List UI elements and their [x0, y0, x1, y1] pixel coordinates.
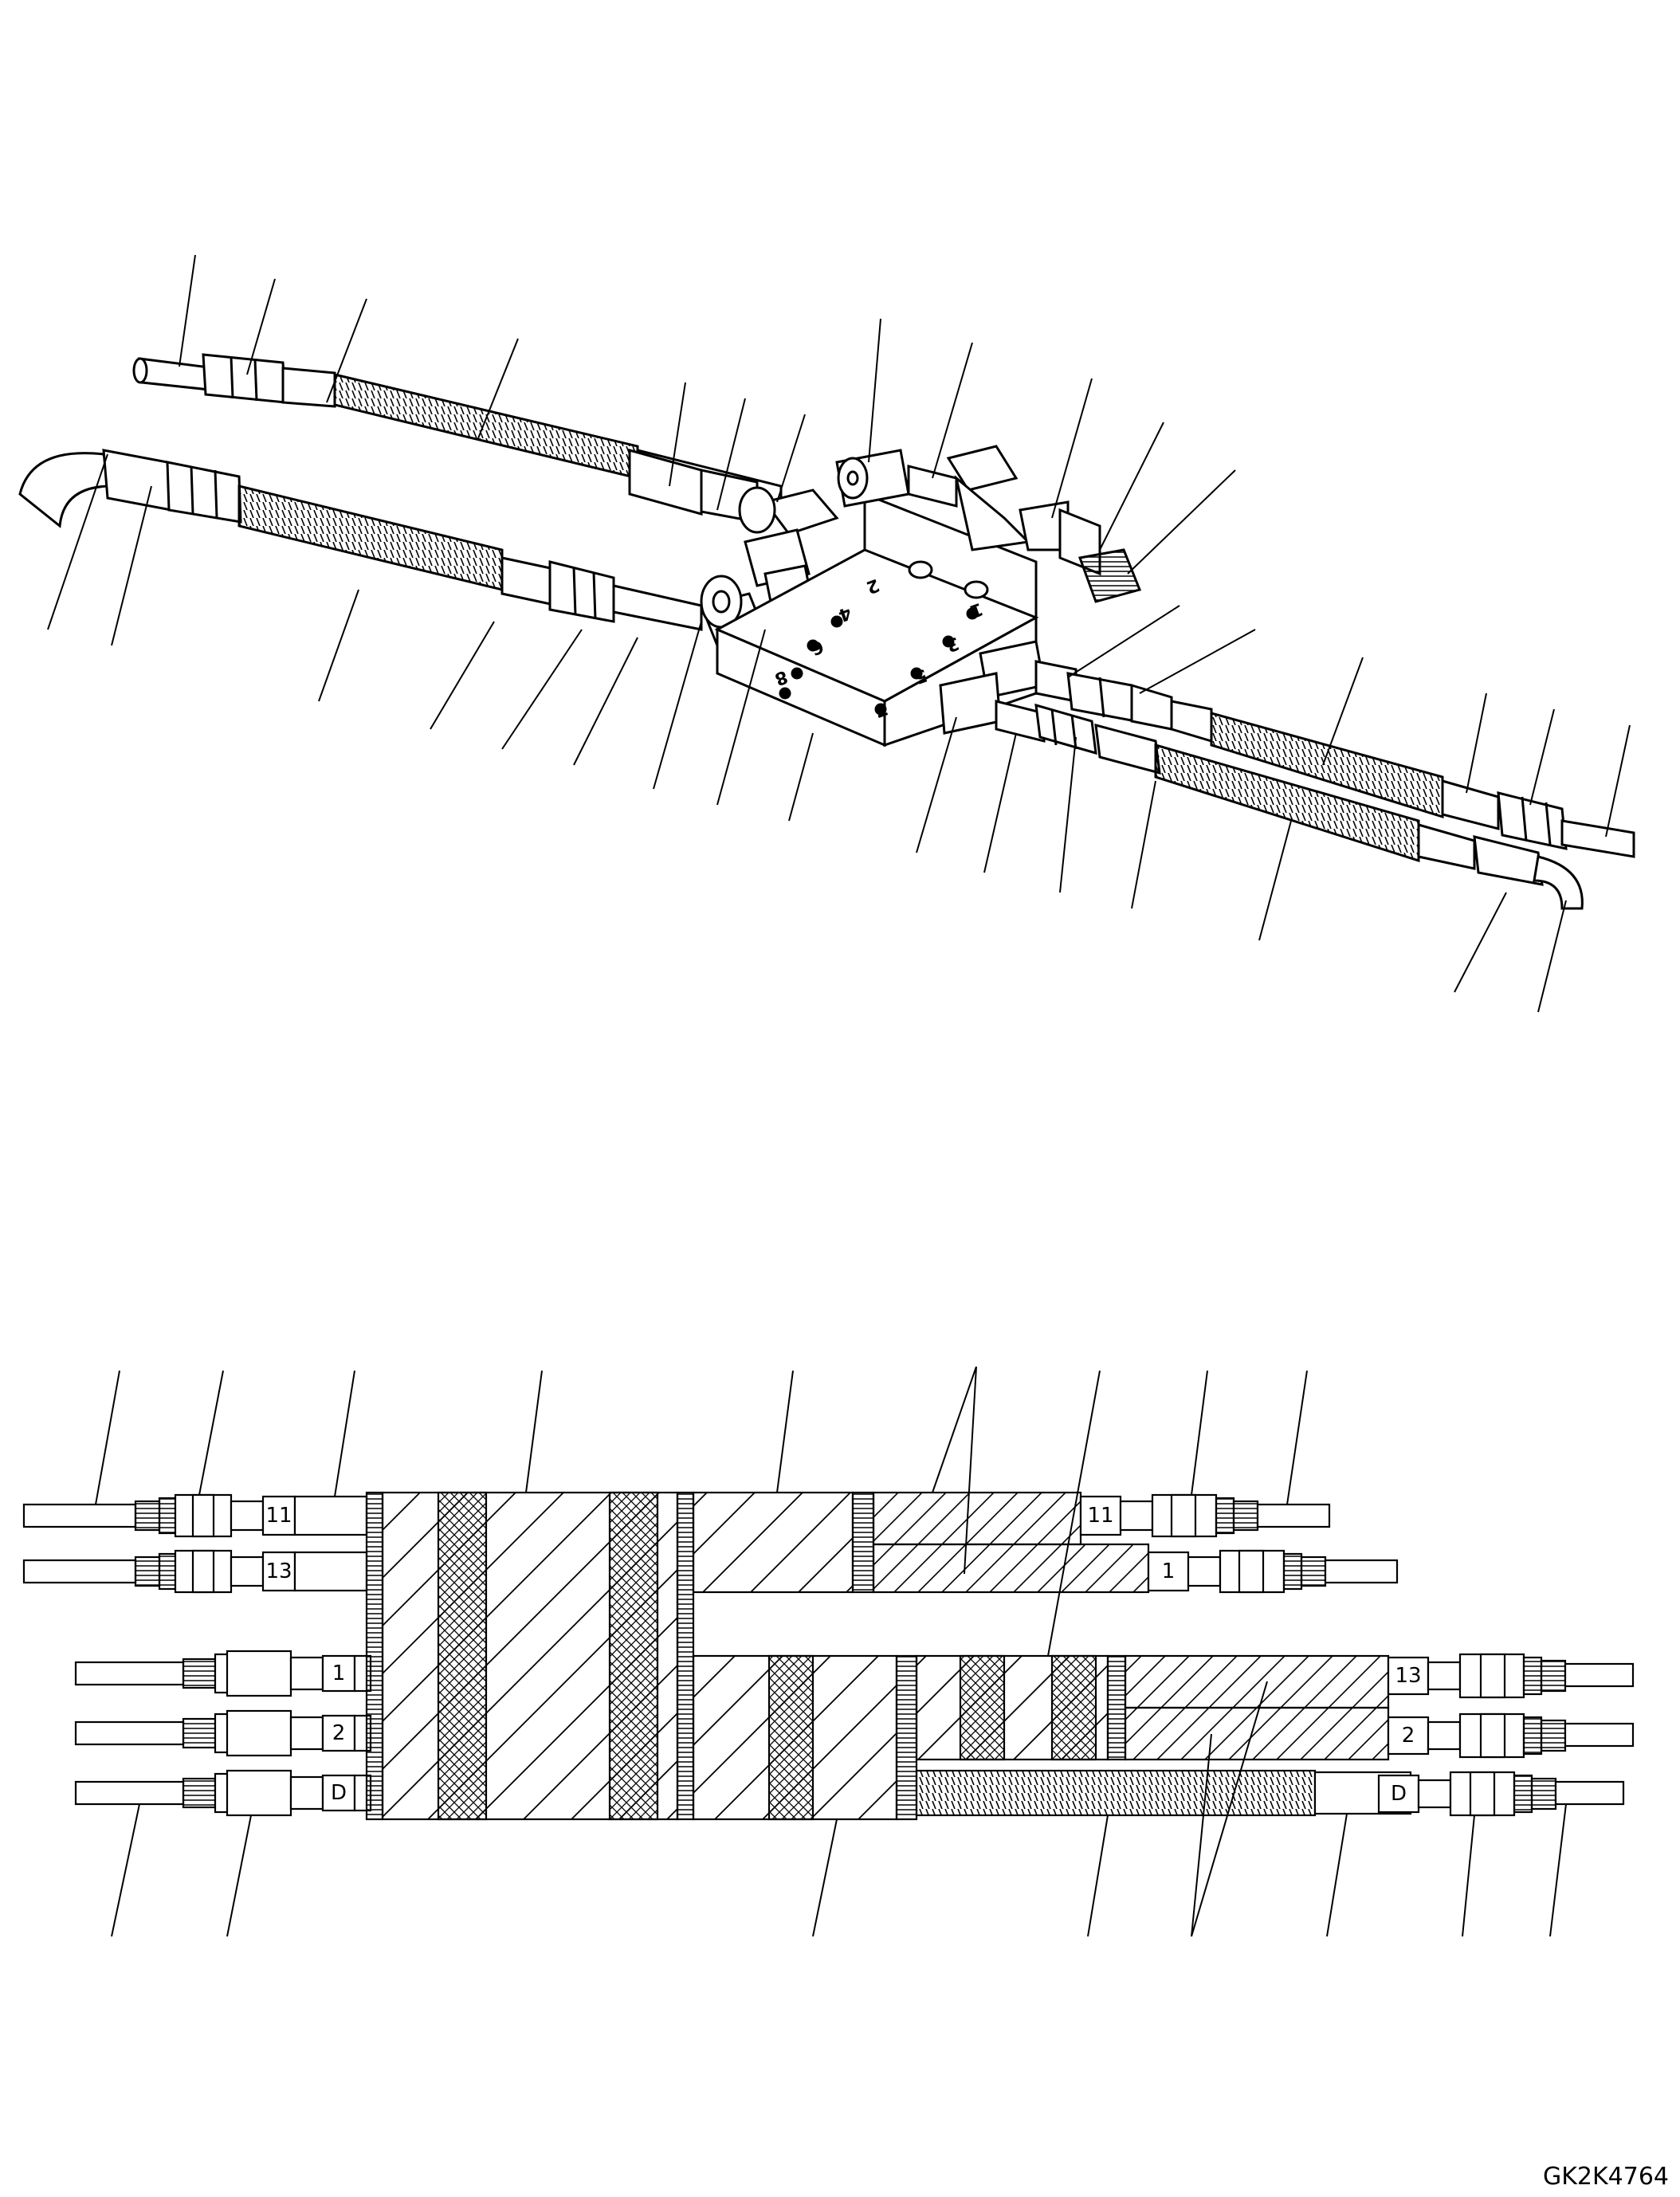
schematic-labels: 11 13 1 2 D 11 1 13 2 D [265, 1504, 1421, 1806]
left-label-1: 1 [332, 1661, 346, 1685]
leader-lines-top [47, 254, 1631, 1013]
left-lower-connectors [74, 1650, 372, 1817]
hose-upper-right [1066, 672, 1635, 858]
drawing-reference-id: GK2K4764 [1542, 2163, 1669, 2191]
right-upper-connectors [1079, 1493, 1399, 1594]
valve-block [714, 492, 1039, 747]
valve-right-fittings [939, 640, 1077, 743]
left-upper-connectors [22, 1493, 368, 1594]
left-label-D: D [331, 1781, 347, 1805]
left-label-2: 2 [332, 1721, 346, 1745]
right-label-2: 2 [1402, 1724, 1415, 1748]
main-bundle-left [365, 1491, 1412, 1821]
isometric-view: 2 4 6 8 1 3 5 7 [18, 254, 1635, 1013]
leader-lines-bottom [95, 1366, 1567, 1937]
right-label-D: D [1391, 1782, 1407, 1806]
left-label-13: 13 [265, 1559, 292, 1583]
schematic-view: 11 13 1 2 D 11 1 13 2 D [22, 1366, 1635, 1937]
valve-top-fittings [835, 445, 1142, 603]
left-label-11: 11 [265, 1504, 292, 1528]
right-label-1: 1 [1162, 1559, 1176, 1583]
hose-lower-left [18, 449, 703, 631]
right-label-11: 11 [1087, 1504, 1113, 1528]
right-lower-connectors [1377, 1653, 1635, 1817]
hose-lower-right [1034, 703, 1584, 910]
right-label-13: 13 [1395, 1664, 1421, 1688]
